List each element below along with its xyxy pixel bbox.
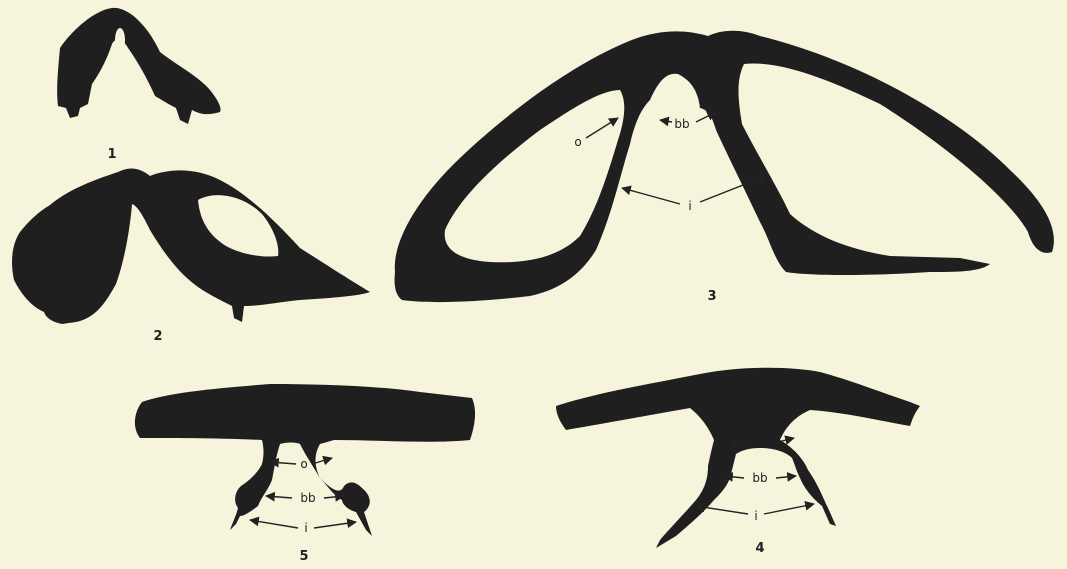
figure-5-arrow-bb-left	[266, 496, 292, 498]
figure-5-label-i: i	[304, 521, 307, 535]
figure-3-label-bb: bb	[674, 117, 689, 131]
figure-1: 1	[57, 8, 220, 162]
figure-4-silhouette	[556, 368, 920, 548]
figure-5-arrow-i-left	[250, 520, 298, 528]
figure-5: o bb i 5	[135, 384, 475, 564]
figure-4-arrow-bb-right	[776, 476, 796, 478]
figure-2: 2	[12, 169, 370, 344]
figure-3-silhouette	[395, 31, 1054, 302]
figure-4-number: 4	[755, 541, 764, 556]
figure-5-arrow-i-right	[314, 522, 356, 528]
figure-2-number: 2	[153, 329, 162, 344]
figure-4: o bb i 4	[556, 368, 920, 556]
figure-4-arrow-i-right	[764, 504, 814, 514]
figure-3-number: 3	[707, 289, 716, 304]
figure-1-silhouette	[57, 8, 220, 124]
figure-3-arrow-bb-left	[660, 120, 672, 122]
figure-4-label-i: i	[754, 509, 757, 523]
figure-3-label-o: o	[574, 135, 581, 149]
figure-2-silhouette	[12, 169, 370, 324]
figure-5-number: 5	[299, 549, 308, 564]
figure-4-label-o: o	[756, 437, 763, 451]
figure-5-label-o: o	[300, 457, 307, 471]
figure-3: o bb i 3	[395, 31, 1054, 304]
figure-5-label-bb: bb	[300, 491, 315, 505]
figure-4-label-bb: bb	[752, 471, 767, 485]
figure-3-label-i: i	[688, 199, 691, 213]
figure-1-number: 1	[107, 147, 116, 162]
figure-3-arrow-i-left	[622, 188, 680, 204]
figure-3-arrow-o	[586, 118, 618, 138]
